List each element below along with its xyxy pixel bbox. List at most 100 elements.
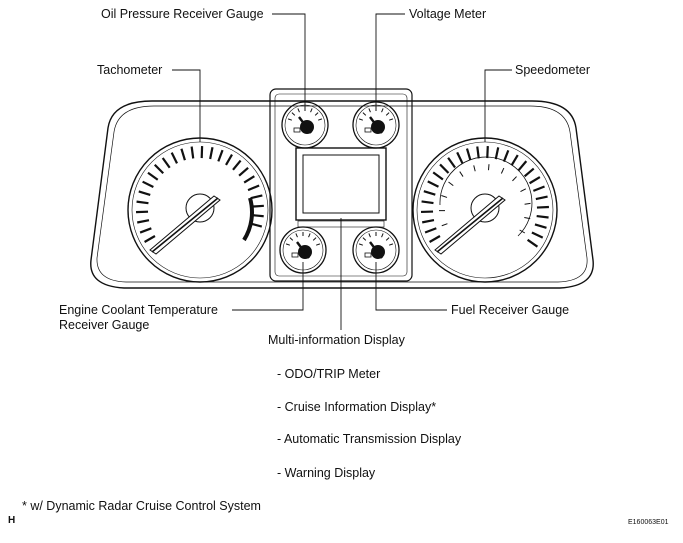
tick — [363, 238, 366, 241]
tick — [359, 119, 363, 120]
tick — [449, 182, 454, 186]
tachometer-gauge — [128, 138, 272, 282]
tick — [382, 108, 384, 112]
tick — [139, 191, 150, 194]
tick — [316, 244, 320, 245]
tick — [424, 191, 435, 195]
tick — [448, 158, 455, 168]
tick — [137, 220, 149, 222]
gauge-icon — [365, 253, 371, 257]
tick — [537, 207, 549, 208]
tick — [537, 216, 549, 217]
tick — [528, 240, 538, 247]
tick — [251, 195, 263, 198]
tick — [369, 233, 371, 237]
multi-information-label: Multi-information Display — [268, 333, 405, 348]
multi-information-display — [296, 148, 386, 220]
tick — [140, 228, 151, 232]
tick — [501, 168, 503, 173]
tick — [512, 155, 518, 165]
tick — [520, 189, 525, 192]
tick — [363, 113, 366, 116]
tick — [163, 158, 170, 168]
tick — [181, 149, 184, 160]
tick — [369, 108, 371, 112]
tick — [298, 108, 300, 112]
tick — [192, 147, 194, 159]
tick — [504, 150, 508, 161]
tick — [535, 224, 547, 227]
tick — [460, 172, 463, 177]
fuel-receiver-label: Fuel Receiver Gauge — [451, 303, 569, 318]
multi-info-item: - Warning Display — [277, 466, 375, 481]
tick — [389, 119, 393, 120]
gauge-icon — [294, 128, 300, 132]
tick — [474, 165, 475, 171]
tick — [442, 224, 448, 226]
tick — [148, 173, 158, 180]
tick — [313, 238, 316, 241]
tick — [519, 161, 527, 170]
tick — [430, 236, 440, 242]
tick — [512, 177, 516, 181]
tick — [290, 238, 293, 241]
tick — [137, 202, 149, 204]
tick — [422, 201, 434, 203]
tick — [532, 232, 543, 237]
tachometer-label: Tachometer — [97, 63, 162, 78]
tick — [386, 238, 389, 241]
tick — [296, 233, 298, 237]
tick — [441, 196, 447, 198]
tick — [143, 182, 154, 187]
tick — [520, 230, 525, 233]
tick — [536, 197, 548, 200]
tick — [286, 244, 290, 245]
speedometer-gauge — [413, 138, 557, 282]
gauge-icon — [365, 128, 371, 132]
voltage-meter-label: Voltage Meter — [409, 7, 486, 22]
tick — [389, 244, 393, 245]
tick — [244, 176, 254, 182]
tick — [457, 152, 462, 163]
tick — [292, 113, 295, 116]
engine-coolant-label-line2: Receiver Gauge — [59, 318, 149, 333]
multi-info-item: - Cruise Information Display* — [277, 400, 436, 415]
corner-mark: H — [8, 515, 15, 526]
tick — [145, 236, 155, 242]
multi-info-item: - Automatic Transmission Display — [277, 432, 461, 447]
cluster-outline — [91, 101, 593, 288]
tick — [433, 172, 443, 179]
tick — [525, 169, 534, 177]
tick — [496, 147, 498, 159]
tick — [226, 155, 232, 165]
footnote: * w/ Dynamic Radar Cruise Control System — [22, 499, 261, 514]
engine-coolant-label-line1: Engine Coolant Temperature — [59, 303, 218, 318]
leader-lines — [172, 14, 512, 330]
tick — [382, 233, 384, 237]
tick — [210, 147, 212, 159]
tick — [488, 164, 489, 170]
tick — [533, 187, 544, 191]
speedometer-inner-ticks — [439, 164, 531, 233]
tick — [315, 113, 318, 116]
oil-pressure-label: Oil Pressure Receiver Gauge — [101, 7, 264, 22]
tick — [233, 161, 241, 170]
tick — [530, 177, 540, 183]
tick — [425, 228, 436, 232]
tick — [239, 168, 248, 176]
tick — [311, 108, 313, 112]
tick — [487, 146, 488, 158]
multi-info-item: - ODO/TRIP Meter — [277, 367, 380, 382]
tick — [477, 146, 478, 158]
tick — [440, 164, 448, 173]
tick — [422, 220, 434, 222]
tick — [386, 113, 389, 116]
tick — [525, 203, 531, 204]
tick — [288, 119, 292, 120]
tick — [155, 165, 163, 173]
speedometer-label: Speedometer — [515, 63, 590, 78]
tick — [428, 181, 439, 186]
tick — [218, 150, 222, 161]
